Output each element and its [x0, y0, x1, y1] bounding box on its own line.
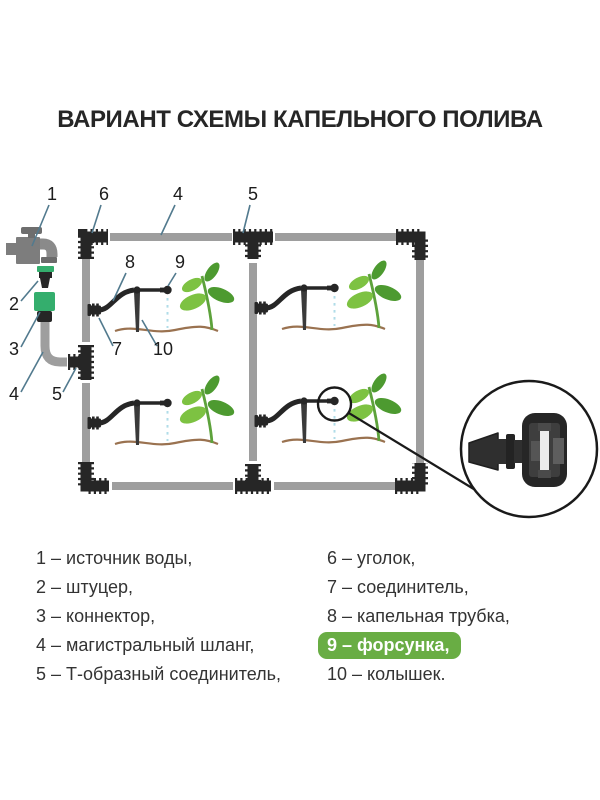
- callout-7: 7: [112, 339, 122, 359]
- callout-4-top: 4: [173, 184, 183, 204]
- fittings: [68, 229, 428, 494]
- elbow-top-left-body: [80, 231, 108, 259]
- nozzle-head-block-left: [531, 441, 540, 461]
- legend-column-right: 6 – уголок, 7 – соединитель, 8 – капельн…: [318, 544, 510, 689]
- legend-item-10: 10 – колышек.: [327, 664, 446, 684]
- callout-6: 6: [99, 184, 109, 204]
- drip-cell-row1-right: [255, 258, 404, 330]
- leader-3: [20, 311, 41, 348]
- drip-cell-row2-left: [88, 373, 237, 445]
- callout-labels: 1 6 4 5 8 9 2 3 4 5 7 10: [9, 184, 258, 404]
- legend-item-9-highlight: 9 – форсунка,: [318, 632, 462, 659]
- faucet-collar: [41, 257, 57, 263]
- legend-item-9: 9 – форсунка,: [318, 631, 510, 660]
- callout-8: 8: [125, 252, 135, 272]
- legend-item-3: 3 – коннектор,: [36, 606, 156, 626]
- leader-9: [167, 272, 177, 287]
- callout-4: 4: [9, 384, 19, 404]
- adapter-green-ring: [37, 266, 54, 272]
- leader-2: [20, 280, 39, 302]
- legend-item-4: 4 – магистральный шланг,: [36, 635, 255, 655]
- leader-5-top: [242, 204, 251, 234]
- elbow-bottom-right-body: [395, 463, 426, 492]
- adapter-barb: [40, 278, 50, 288]
- main-pipes: [82, 233, 424, 490]
- nozzle-cone: [468, 432, 499, 471]
- legend-column-left: 1 – источник воды, 2 – штуцер, 3 – конне…: [36, 544, 281, 689]
- connector-black-base: [37, 311, 52, 322]
- leader-5-left: [62, 367, 77, 393]
- legend-item-5: 5 – Т-образный соединитель,: [36, 664, 282, 684]
- nozzle-neck: [496, 439, 508, 464]
- leader-10: [141, 319, 158, 347]
- elbow-bottom-left-body: [80, 462, 109, 492]
- faucet-spout: [40, 238, 58, 257]
- elbow-top-right-body: [396, 231, 426, 260]
- leader-4-left: [20, 351, 44, 393]
- callout-5: 5: [52, 384, 62, 404]
- adapter-body: [39, 272, 52, 278]
- callout-10: 10: [153, 339, 173, 359]
- leader-7: [98, 317, 114, 347]
- legend-item-1: 1 – источник воды,: [36, 548, 193, 568]
- leader-1: [31, 204, 50, 247]
- faucet-handle: [21, 227, 42, 234]
- nozzle-slot-cap-top: [538, 423, 551, 431]
- legend-item-7: 7 – соединитель,: [327, 577, 469, 597]
- connector-green-block: [34, 292, 55, 311]
- leader-4-top: [160, 204, 176, 236]
- supply-hose: [40, 322, 67, 367]
- tee-left-body: [68, 345, 92, 380]
- legend-item-2: 2 – штуцер,: [36, 577, 134, 597]
- tee-bottom-body: [235, 464, 271, 492]
- drip-cell-row1-left: [88, 260, 237, 332]
- legend-item-6: 6 – уголок,: [327, 548, 416, 568]
- magnifier-source-circle: [316, 386, 353, 422]
- callout-2: 2: [9, 294, 19, 314]
- nozzle-head-block-right: [553, 438, 564, 464]
- page-title: ВАРИАНТ СХЕМЫ КАПЕЛЬНОГО ПОЛИВА: [57, 106, 543, 133]
- legend-item-8: 8 – капельная трубка,: [327, 606, 510, 626]
- callout-5-top: 5: [248, 184, 258, 204]
- faucet-body: [16, 237, 40, 264]
- water-source-assembly: [6, 227, 67, 367]
- magnifier-callout: [316, 379, 599, 519]
- leader-8: [112, 272, 127, 302]
- callout-leader-lines: [20, 204, 251, 393]
- tee-top-body: [233, 231, 273, 259]
- faucet-stub: [6, 243, 18, 255]
- callout-3: 3: [9, 339, 19, 359]
- callout-9: 9: [175, 252, 185, 272]
- nozzle-ring: [506, 434, 515, 469]
- nozzle-detail-icon: [468, 413, 567, 487]
- callout-1: 1: [47, 184, 57, 204]
- leader-6: [91, 204, 102, 234]
- nozzle-slot: [540, 427, 549, 474]
- faucet-handle-stem: [28, 233, 35, 238]
- nozzle-slot-cap-bottom: [538, 470, 551, 478]
